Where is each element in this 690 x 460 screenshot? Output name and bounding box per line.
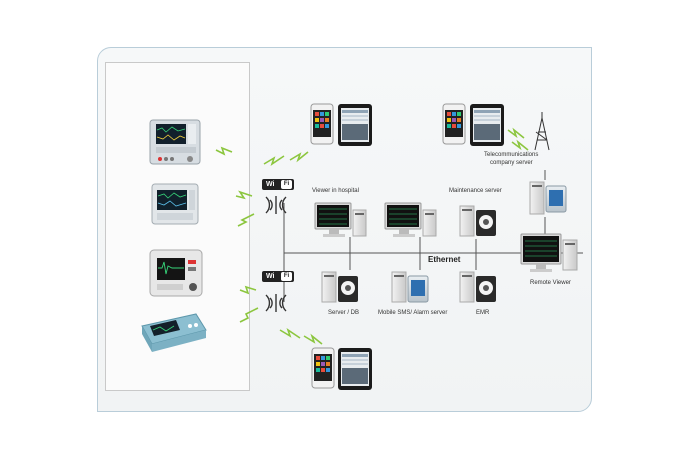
remote-viewer-label: Remote Viewer (530, 280, 571, 286)
signal-tower (507, 127, 525, 139)
telecom-company-server (529, 181, 567, 215)
antenna-bottom (265, 294, 287, 312)
server-db (321, 271, 358, 303)
antenna-top (265, 196, 287, 214)
tablet-top-left (338, 104, 372, 146)
emr-label: EMR (476, 310, 490, 316)
telecom-server-label-line2: company server (490, 160, 533, 166)
wifi-badge-right-text: Fi (281, 272, 292, 281)
wifi-badge-bottom: Wi Fi (262, 271, 294, 282)
signal-to-mobile-top-b (289, 151, 309, 163)
signal-to-mobile-top (263, 155, 285, 166)
tablet-bottom (338, 348, 372, 390)
signal-device3 (237, 213, 255, 227)
tablet-top-right (470, 104, 504, 146)
emr-server (459, 271, 496, 303)
signal-device2 (235, 190, 253, 200)
defibrillator-device (149, 249, 203, 297)
server-db-label: Server / DB (328, 310, 360, 316)
mobile-sms-alarm-label: Mobile SMS/ Alarm server (378, 310, 448, 316)
signal-to-mobile-bottom-b (303, 333, 323, 345)
viewer-workstation-1 (314, 202, 367, 237)
remote-viewer (520, 233, 578, 272)
signal-device4 (239, 285, 257, 295)
wifi-badge-right-text: Fi (281, 180, 292, 189)
viewer-workstation-2 (384, 202, 437, 237)
signal-device5 (239, 307, 259, 323)
patient-monitor-1 (149, 119, 201, 165)
ethernet-label: Ethernet (428, 255, 461, 264)
infusion-monitor (141, 313, 207, 352)
telecom-server-label-line1: Telecommunications (484, 152, 539, 158)
maintenance-server (459, 205, 496, 237)
cell-tower-icon (534, 112, 550, 151)
wifi-badge-left-text: Wi (266, 181, 275, 188)
signal-device1 (215, 146, 233, 156)
wifi-badge-top: Wi Fi (262, 179, 294, 190)
smartphone-top-left (310, 103, 334, 145)
smartphone-top-right (442, 103, 466, 145)
mobile-sms-alarm-server (391, 271, 429, 303)
patient-monitor-2 (151, 183, 199, 225)
wireless-signals (215, 127, 529, 345)
wifi-badge-left-text: Wi (266, 273, 275, 280)
signal-to-mobile-bottom (279, 328, 301, 339)
viewer-in-hospital-label: Viewer in hospital (312, 188, 359, 194)
signal-tower-b (511, 139, 529, 151)
maintenance-server-label: Maintenance server (449, 188, 502, 194)
smartphone-bottom (311, 347, 335, 389)
